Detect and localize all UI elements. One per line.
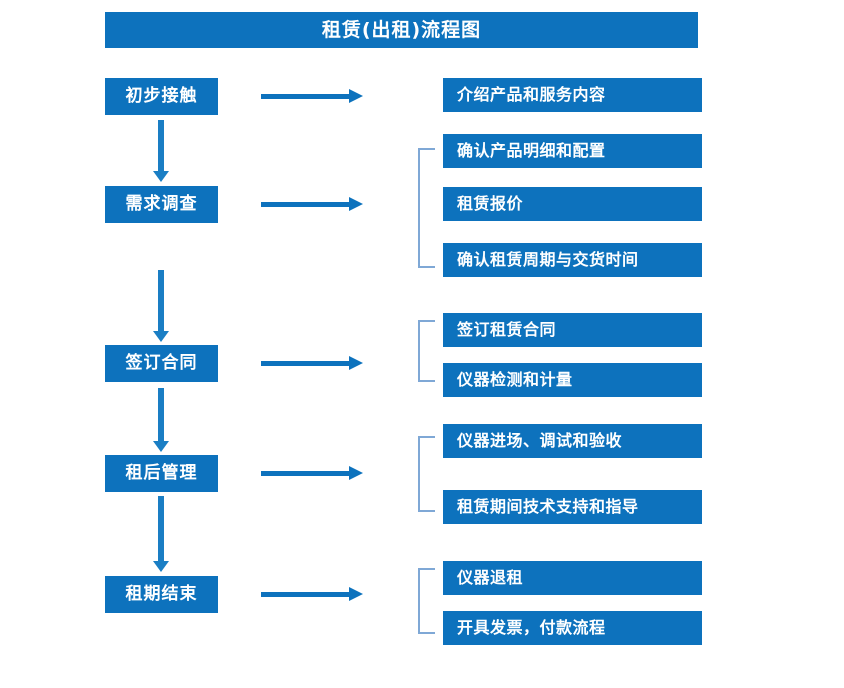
detail-label: 租赁报价 [457, 194, 524, 213]
arrow-shaft [261, 592, 349, 597]
detail-box-confirm-spec[interactable]: 确认产品明细和配置 [443, 134, 702, 168]
arrow-head-right-icon [349, 197, 363, 211]
arrow-shaft [158, 270, 164, 331]
detail-box-confirm-period-delivery[interactable]: 确认租赁周期与交货时间 [443, 243, 702, 277]
detail-label: 仪器进场、调试和验收 [457, 431, 623, 450]
detail-label: 仪器检测和计量 [457, 370, 573, 389]
stage-box-post-rental-management[interactable]: 租后管理 [105, 455, 218, 492]
arrow-head-down-icon [153, 171, 169, 182]
arrow-head-right-icon [349, 356, 363, 370]
diagram-title-bar: 租赁(出租)流程图 [105, 12, 698, 48]
arrow-head-right-icon [349, 466, 363, 480]
stage-label: 签订合同 [125, 353, 198, 373]
detail-label: 租赁期间技术支持和指导 [457, 497, 639, 516]
detail-box-instrument-inspection[interactable]: 仪器检测和计量 [443, 363, 702, 397]
diagram-title: 租赁(出租)流程图 [321, 18, 482, 41]
group-bracket-5 [418, 568, 435, 634]
link-arrow-right-4 [261, 466, 363, 480]
stage-label: 租后管理 [125, 463, 198, 483]
link-arrow-right-1 [261, 89, 363, 103]
stage-box-lease-end[interactable]: 租期结束 [105, 576, 218, 613]
detail-box-instrument-return[interactable]: 仪器退租 [443, 561, 702, 595]
detail-box-introduce-products[interactable]: 介绍产品和服务内容 [443, 78, 702, 112]
detail-label: 介绍产品和服务内容 [457, 85, 606, 104]
detail-box-invoice-payment[interactable]: 开具发票，付款流程 [443, 611, 702, 645]
arrow-shaft [158, 120, 164, 171]
group-bracket-2 [418, 148, 435, 268]
detail-label: 确认产品明细和配置 [457, 141, 606, 160]
link-arrow-right-5 [261, 587, 363, 601]
stage-label: 租期结束 [125, 584, 198, 604]
stage-box-sign-contract[interactable]: 签订合同 [105, 345, 218, 382]
arrow-shaft [261, 361, 349, 366]
link-arrow-right-2 [261, 197, 363, 211]
arrow-shaft [158, 388, 164, 441]
flow-arrow-down-3 [153, 388, 169, 452]
flow-arrow-down-2 [153, 270, 169, 342]
group-bracket-4 [418, 436, 435, 512]
stage-box-demand-survey[interactable]: 需求调查 [105, 186, 218, 223]
arrow-shaft [261, 202, 349, 207]
flow-arrow-down-1 [153, 120, 169, 182]
flow-arrow-down-4 [153, 496, 169, 572]
arrow-shaft [261, 94, 349, 99]
arrow-shaft [261, 471, 349, 476]
arrow-head-down-icon [153, 441, 169, 452]
detail-label: 签订租赁合同 [457, 320, 557, 339]
detail-box-sign-rental-contract[interactable]: 签订租赁合同 [443, 313, 702, 347]
arrow-head-right-icon [349, 587, 363, 601]
arrow-head-down-icon [153, 331, 169, 342]
detail-label: 仪器退租 [457, 568, 524, 587]
arrow-shaft [158, 496, 164, 561]
stage-label: 需求调查 [125, 194, 198, 214]
detail-box-rental-quote[interactable]: 租赁报价 [443, 187, 702, 221]
detail-label: 开具发票，付款流程 [457, 618, 606, 637]
detail-label: 确认租赁周期与交货时间 [457, 250, 639, 269]
detail-box-technical-support[interactable]: 租赁期间技术支持和指导 [443, 490, 702, 524]
arrow-head-down-icon [153, 561, 169, 572]
stage-box-initial-contact[interactable]: 初步接触 [105, 78, 218, 115]
detail-box-instrument-entry-commissioning[interactable]: 仪器进场、调试和验收 [443, 424, 702, 458]
arrow-head-right-icon [349, 89, 363, 103]
stage-label: 初步接触 [125, 86, 198, 106]
link-arrow-right-3 [261, 356, 363, 370]
group-bracket-3 [418, 320, 435, 382]
